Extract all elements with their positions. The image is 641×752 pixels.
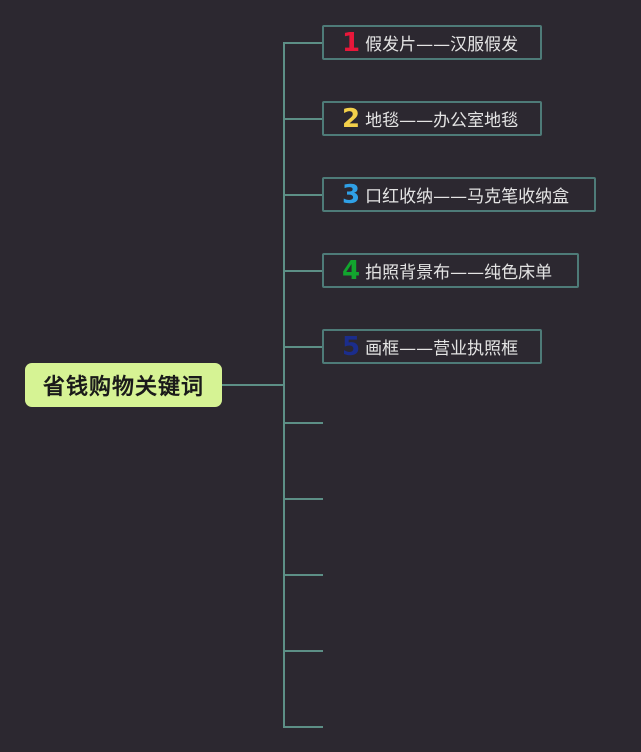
branch-connector (283, 194, 323, 196)
branch-number-5: 5 (342, 331, 361, 362)
branch-number-3: 3 (342, 179, 361, 210)
branch-node-4[interactable]: 4 拍照背景布——纯色床单 (322, 253, 579, 288)
branch-node-3[interactable]: 3 口红收纳——马克笔收纳盒 (322, 177, 596, 212)
empty-branch-connector (283, 650, 323, 652)
root-connector (222, 384, 284, 386)
branch-text-5: 画框——营业执照框 (365, 339, 519, 359)
branch-node-5[interactable]: 5 画框——营业执照框 (322, 329, 542, 364)
empty-branch-connector (283, 422, 323, 424)
empty-branch-connector (283, 726, 323, 728)
branch-number-2: 2 (342, 103, 361, 134)
branch-number-1: 1 (342, 27, 361, 58)
branch-text-3: 口红收纳——马克笔收纳盒 (365, 187, 570, 207)
branch-connector (283, 42, 323, 44)
branch-connector (283, 118, 323, 120)
empty-branch-connector (283, 574, 323, 576)
empty-branch-connector (283, 498, 323, 500)
branch-node-2[interactable]: 2 地毯——办公室地毯 (322, 101, 542, 136)
root-topic-label: 省钱购物关键词 (42, 375, 204, 400)
root-topic[interactable]: 省钱购物关键词 (25, 363, 222, 407)
branch-text-1: 假发片——汉服假发 (365, 35, 519, 55)
branch-text-4: 拍照背景布——纯色床单 (365, 263, 553, 283)
branch-text-2: 地毯——办公室地毯 (365, 111, 519, 131)
branch-connector (283, 270, 323, 272)
branch-number-4: 4 (342, 255, 361, 286)
branch-node-1[interactable]: 1 假发片——汉服假发 (322, 25, 542, 60)
branch-connector (283, 346, 323, 348)
trunk-line (283, 42, 285, 727)
